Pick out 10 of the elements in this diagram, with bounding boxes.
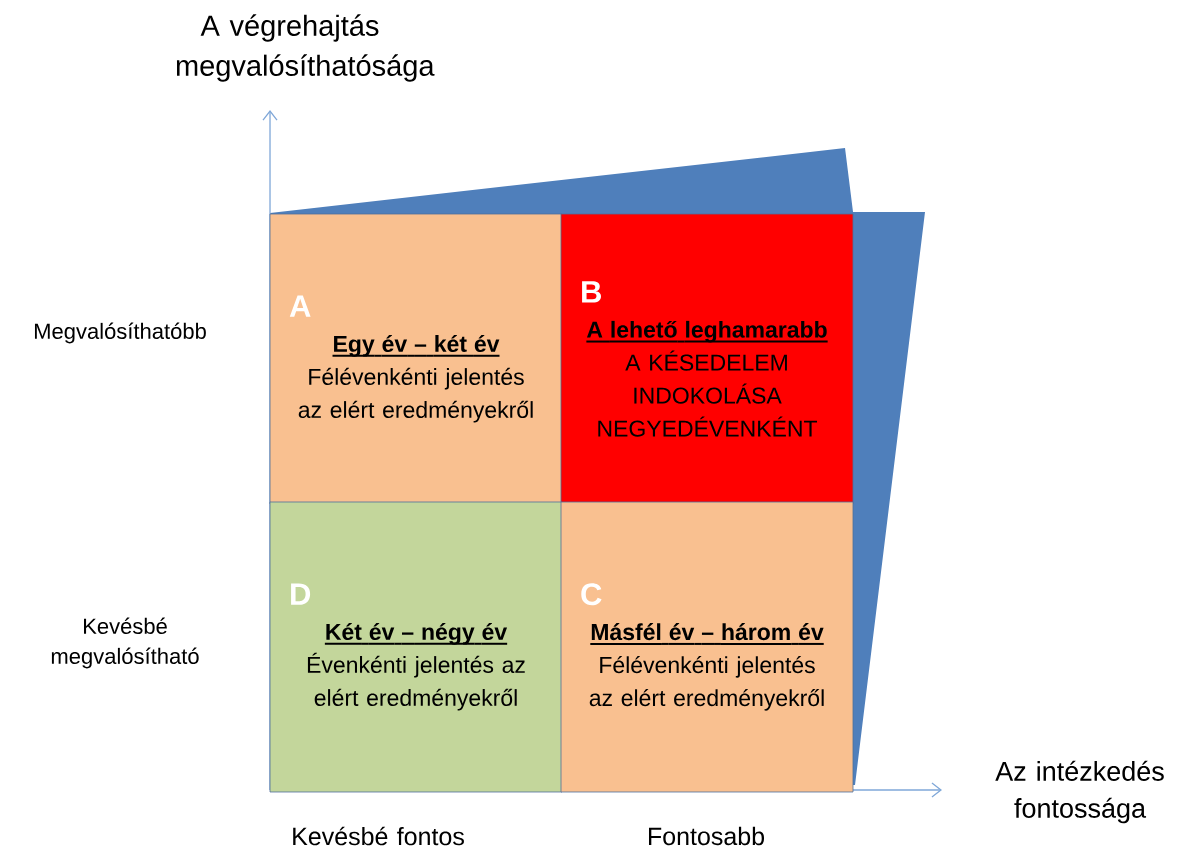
axis-label: A végrehajtás megvalósíthatósága bbox=[176, 14, 435, 82]
axis-label: Kevésbé fontos bbox=[293, 826, 464, 846]
axis-label: Megvalósíthatóbb bbox=[35, 322, 206, 344]
axis-label: Fontosabb bbox=[649, 826, 764, 846]
axis-label: Az intézkedés fontossága bbox=[995, 760, 1164, 824]
axis-label: Kevésbé megvalósítható bbox=[51, 617, 199, 669]
quadrant-box: A Egy év – két év Félévenkénti jelentés az elért eredményekről bbox=[269, 213, 563, 505]
quadrant-box: B A lehető leghamarabb A KÉSEDELEM INDOKOLÁSA NEGYEDÉVENKÉNT bbox=[560, 213, 854, 505]
quadrant-box: D Két év – négy év Évenkénti jelentés az elért eredményekről bbox=[269, 501, 563, 793]
quadrant-box: C Másfél év – három év Félévenkénti jelentés az elért eredményekről bbox=[560, 501, 854, 793]
